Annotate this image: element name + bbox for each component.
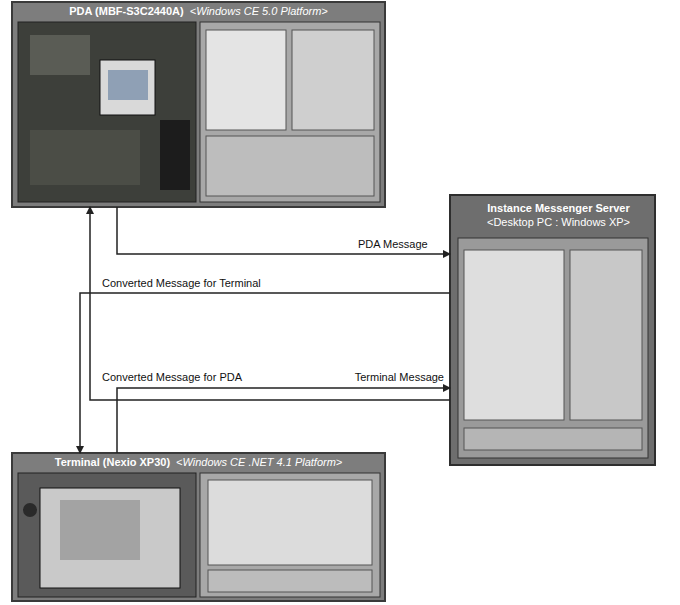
message-arrow xyxy=(80,293,450,453)
window xyxy=(292,30,374,130)
speaker xyxy=(23,503,37,517)
message-arrow xyxy=(117,207,450,254)
message-arrow xyxy=(90,207,450,400)
window xyxy=(208,570,372,592)
message-arrow xyxy=(117,388,450,453)
window xyxy=(570,250,642,420)
window xyxy=(464,250,564,420)
keypad xyxy=(160,120,190,190)
screen-content xyxy=(60,500,140,560)
panel-frame xyxy=(12,2,385,207)
lcd-content xyxy=(108,70,148,100)
device-panel: Terminal (Nexio XP30) <Windows CE .NET 4.… xyxy=(12,453,385,473)
edge-label: Converted Message for Terminal xyxy=(100,276,263,290)
node-title: PDA (MBF-S3C2440A) xyxy=(69,5,184,17)
board-part xyxy=(30,35,90,75)
device-panel: Instance Messenger Server <Desktop PC : W… xyxy=(450,195,667,235)
screenshot xyxy=(200,22,380,202)
board-part xyxy=(30,130,140,185)
window xyxy=(464,428,642,450)
window xyxy=(206,136,374,196)
node-title: Instance Messenger Server xyxy=(450,202,667,214)
platform-note: <Windows CE .NET 4.1 Platform> xyxy=(176,456,342,468)
window xyxy=(208,480,372,565)
node-title: Terminal (Nexio XP30) xyxy=(55,456,170,468)
edge-label: PDA Message xyxy=(356,237,430,251)
panel-frame xyxy=(12,453,385,601)
edge-label: Terminal Message xyxy=(353,370,446,384)
device-panel: PDA (MBF-S3C2440A) <Windows CE 5.0 Platfo… xyxy=(12,2,385,22)
device-screen xyxy=(40,488,180,588)
platform-note: <Desktop PC : Windows XP> xyxy=(450,216,667,228)
edge-label: Converted Message for PDA xyxy=(100,370,244,384)
board-photo xyxy=(18,22,196,202)
device-photo xyxy=(18,473,196,597)
screenshot xyxy=(200,473,380,597)
screenshot xyxy=(458,238,648,458)
lcd-screen xyxy=(100,60,155,115)
platform-note: <Windows CE 5.0 Platform> xyxy=(190,5,328,17)
panel-frame xyxy=(450,195,655,465)
window xyxy=(206,30,286,130)
